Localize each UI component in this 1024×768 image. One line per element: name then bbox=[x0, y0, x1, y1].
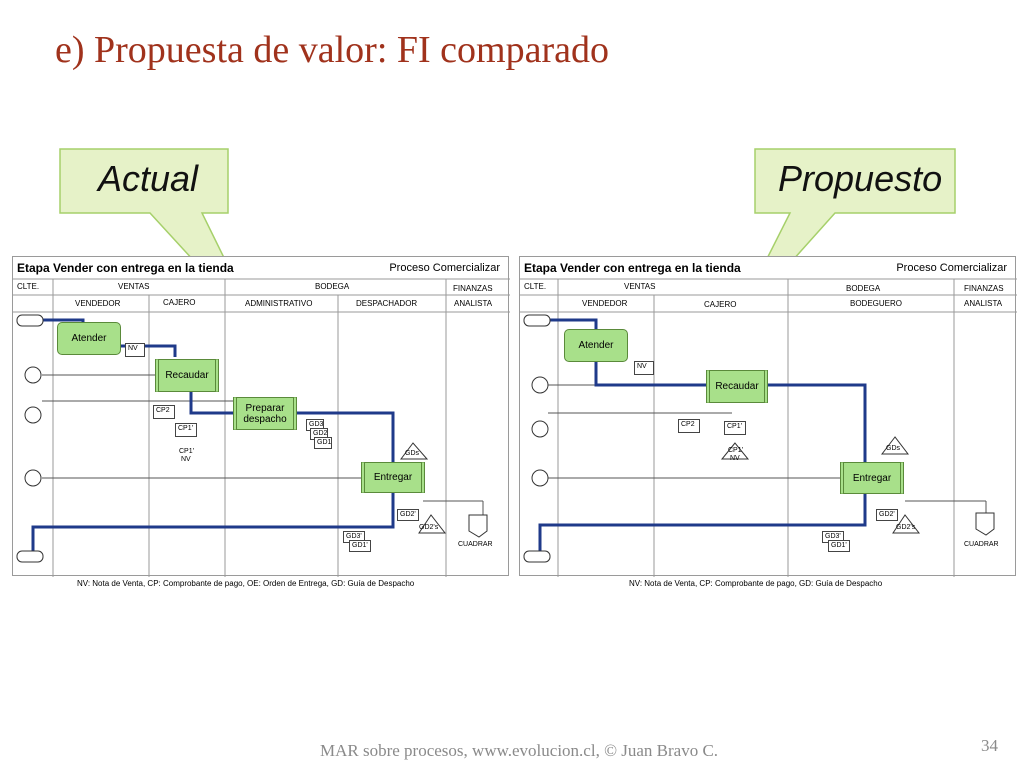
footer: MAR sobre procesos, www.evolucion.cl, © … bbox=[320, 741, 719, 760]
activity-atender-propuesto: Atender bbox=[564, 329, 628, 362]
doc-gd2-prime: GD2' bbox=[397, 509, 419, 521]
header-vendedor-propuesto: VENDEDOR bbox=[582, 299, 628, 308]
header-analista: ANALISTA bbox=[454, 299, 493, 308]
activity-entregar: Entregar bbox=[361, 462, 425, 493]
doc-nv-small-propuesto: NV bbox=[730, 455, 740, 462]
header-bodega: BODEGA bbox=[315, 282, 350, 291]
doc-nv-propuesto: NV bbox=[634, 361, 654, 375]
stage-title-propuesto: Etapa Vender con entrega en la tienda bbox=[524, 261, 741, 275]
doc-gd2-prime-propuesto: GD2' bbox=[876, 509, 898, 521]
process-name: Proceso Comercializar bbox=[389, 262, 500, 274]
header-bodega-propuesto: BODEGA bbox=[846, 284, 881, 293]
doc-gds-propuesto: GDs bbox=[886, 445, 900, 452]
header-administrativo: ADMINISTRATIVO bbox=[245, 299, 313, 308]
process-name-propuesto: Proceso Comercializar bbox=[896, 262, 1007, 274]
doc-nv-small: NV bbox=[181, 456, 191, 463]
header-bodeguero: BODEGUERO bbox=[850, 299, 903, 308]
page-number: 34 bbox=[981, 736, 998, 755]
callout-propuesto: Propuesto bbox=[778, 158, 943, 199]
stage-title: Etapa Vender con entrega en la tienda bbox=[17, 261, 234, 275]
header-despachador: DESPACHADOR bbox=[356, 299, 418, 308]
doc-cp1-small-propuesto: CP1' bbox=[728, 447, 743, 454]
doc-gd1: GD1 bbox=[314, 437, 332, 449]
doc-cuadrar: CUADRAR bbox=[458, 541, 493, 548]
slide-title: e) Propuesta de valor: FI comparado bbox=[55, 29, 609, 71]
activity-recaudar: Recaudar bbox=[155, 359, 219, 392]
diagram-actual-grid bbox=[13, 278, 510, 577]
activity-preparar-despacho: Preparar despacho bbox=[233, 397, 297, 430]
doc-gd2s: GD2's bbox=[419, 524, 439, 531]
doc-cp2: CP2 bbox=[153, 405, 175, 419]
header-clte-propuesto: CLTE. bbox=[524, 282, 547, 291]
header-finanzas-propuesto: FINANZAS bbox=[964, 284, 1004, 293]
doc-gd1-prime-propuesto: GD1' bbox=[828, 540, 850, 552]
header-cajero-propuesto: CAJERO bbox=[704, 300, 737, 309]
header-vendedor: VENDEDOR bbox=[75, 299, 121, 308]
activity-atender: Atender bbox=[57, 322, 121, 355]
doc-cuadrar-propuesto: CUADRAR bbox=[964, 541, 999, 548]
legend-actual: NV: Nota de Venta, CP: Comprobante de pa… bbox=[77, 579, 415, 588]
callout-actual: Actual bbox=[98, 158, 199, 199]
header-cajero: CAJERO bbox=[163, 298, 196, 307]
doc-nv: NV bbox=[125, 343, 145, 357]
activity-recaudar-propuesto: Recaudar bbox=[706, 370, 768, 403]
legend-propuesto: NV: Nota de Venta, CP: Comprobante de pa… bbox=[629, 579, 883, 588]
doc-gd1-prime: GD1' bbox=[349, 540, 371, 552]
header-finanzas: FINANZAS bbox=[453, 284, 493, 293]
header-ventas: VENTAS bbox=[118, 282, 150, 291]
doc-cp1: CP1' bbox=[175, 423, 197, 437]
doc-gds: GDs bbox=[405, 450, 419, 457]
header-ventas-propuesto: VENTAS bbox=[624, 282, 656, 291]
doc-gd2s-propuesto: GD2's bbox=[896, 524, 916, 531]
doc-cp1-small: CP1' bbox=[179, 448, 194, 455]
doc-cp1-propuesto: CP1' bbox=[724, 421, 746, 435]
header-analista-propuesto: ANALISTA bbox=[964, 299, 1003, 308]
diagram-propuesto: Etapa Vender con entrega en la tienda Pr… bbox=[519, 256, 1017, 577]
header-clte: CLTE. bbox=[17, 282, 40, 291]
activity-entregar-propuesto: Entregar bbox=[840, 462, 904, 494]
diagram-propuesto-grid bbox=[520, 278, 1017, 577]
diagram-actual: Etapa Vender con entrega en la tienda Pr… bbox=[12, 256, 510, 577]
doc-cp2-propuesto: CP2 bbox=[678, 419, 700, 433]
